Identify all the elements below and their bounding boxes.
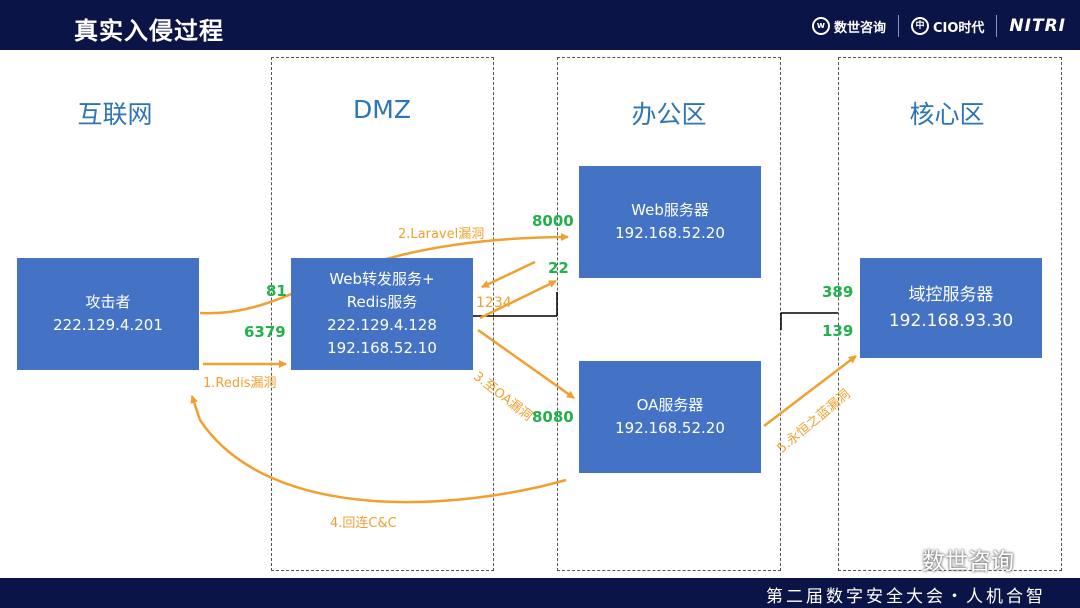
port-139: 139 bbox=[822, 322, 854, 340]
zone-dmz bbox=[271, 57, 494, 571]
page-title: 真实入侵过程 bbox=[74, 17, 224, 45]
watermark: 数世咨询 bbox=[890, 542, 1014, 576]
wechat-icon bbox=[890, 545, 916, 573]
edge-label-laravel: 2.Laravel漏洞 bbox=[398, 227, 485, 242]
node-oa-server: OA服务器 192.168.52.20 bbox=[579, 361, 761, 473]
logo-shushi: w 数世咨询 bbox=[811, 17, 886, 36]
logo-cio-icon: 中 bbox=[910, 17, 929, 35]
zone-title-internet: 互联网 bbox=[77, 100, 153, 129]
port-22: 22 bbox=[548, 259, 569, 277]
logo-cio-text: CIO时代 bbox=[932, 20, 985, 36]
edge-oa bbox=[477, 328, 575, 400]
node-web-forward-line2: Redis服务 bbox=[346, 293, 418, 311]
node-web-server-ip: 192.168.52.20 bbox=[615, 224, 725, 242]
logo-shushi-text: 数世咨询 bbox=[833, 20, 886, 36]
node-oa-server-title: OA服务器 bbox=[636, 396, 704, 414]
footer-bar: 第二届数字安全大会・人机合智 bbox=[0, 578, 1080, 608]
node-web-forward: Web转发服务+ Redis服务 222.129.4.128 192.168.5… bbox=[291, 258, 473, 370]
node-attacker: 攻击者 222.129.4.201 bbox=[17, 258, 199, 370]
node-web-forward-ip2: 192.168.52.10 bbox=[327, 339, 437, 357]
edge-ssh-22 bbox=[479, 279, 557, 320]
port-389: 389 bbox=[822, 283, 854, 301]
edge-cnc bbox=[190, 395, 567, 504]
node-domain-controller: 域控服务器 192.168.93.30 bbox=[860, 258, 1042, 358]
watermark-text: 数世咨询 bbox=[922, 549, 1014, 575]
node-web-forward-line1: Web转发服务+ bbox=[329, 270, 435, 288]
node-domain-controller-ip: 192.168.93.30 bbox=[888, 311, 1014, 331]
logo-nitri: NITRI bbox=[1009, 16, 1066, 36]
port-6379: 6379 bbox=[244, 323, 286, 341]
footer-text: 第二届数字安全大会・人机合智 bbox=[766, 587, 1046, 607]
node-oa-server-ip: 192.168.52.20 bbox=[615, 419, 725, 437]
logo-divider bbox=[897, 15, 899, 37]
logo-cio: 中 CIO时代 bbox=[910, 17, 985, 36]
node-attacker-title: 攻击者 bbox=[85, 293, 131, 311]
header-bar: 真实入侵过程 w 数世咨询 中 CIO时代 NITRI bbox=[0, 0, 1080, 50]
zone-title-core: 核心区 bbox=[909, 100, 985, 129]
node-attacker-ip: 222.129.4.201 bbox=[53, 316, 163, 334]
port-1234: 1234 bbox=[476, 295, 512, 311]
edge-eternalblue bbox=[763, 355, 857, 427]
zone-title-dmz: DMZ bbox=[353, 95, 411, 124]
edge-reverse-1234 bbox=[481, 260, 536, 289]
node-domain-controller-title: 域控服务器 bbox=[908, 285, 994, 305]
logo-shushi-icon: w bbox=[811, 17, 830, 35]
partner-logos: w 数世咨询 中 CIO时代 NITRI bbox=[811, 14, 1066, 38]
edge-label-redis: 1.Redis漏洞 bbox=[203, 376, 277, 391]
node-web-forward-ip1: 222.129.4.128 bbox=[327, 316, 437, 334]
port-8080: 8080 bbox=[532, 408, 574, 426]
logo-divider bbox=[996, 15, 998, 37]
zone-core bbox=[838, 57, 1062, 571]
zone-title-office: 办公区 bbox=[631, 100, 707, 129]
port-8000: 8000 bbox=[532, 212, 574, 230]
port-81: 81 bbox=[266, 282, 287, 300]
node-web-server: Web服务器 192.168.52.20 bbox=[579, 166, 761, 278]
node-web-server-title: Web服务器 bbox=[631, 201, 709, 219]
edge-label-cnc: 4.回连C&C bbox=[330, 516, 397, 531]
